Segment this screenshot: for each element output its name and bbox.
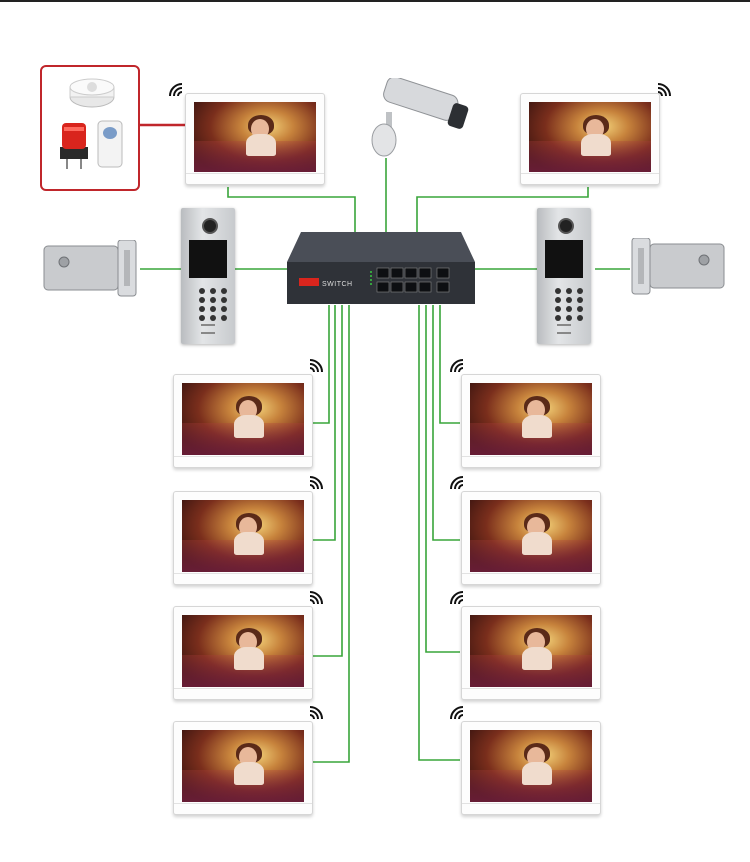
electric-lock-icon	[631, 238, 725, 295]
panel-speaker-grille	[557, 324, 571, 334]
wifi-icon	[309, 359, 323, 373]
indoor-monitor-right-2	[461, 491, 601, 585]
indoor-monitor-left-2	[173, 491, 313, 585]
panel-camera-icon	[202, 218, 218, 234]
wire-right-monitor-1	[439, 305, 460, 424]
monitor-screen	[529, 102, 651, 172]
right-outdoor-panel	[537, 208, 591, 344]
panel-display	[189, 240, 227, 278]
ip-camera-icon	[371, 78, 469, 157]
panel-display	[545, 240, 583, 278]
indoor-monitor-right-4	[461, 721, 601, 815]
monitor-screen	[470, 500, 592, 572]
monitor-screen	[470, 383, 592, 455]
alarm-devices-box	[40, 65, 140, 191]
indoor-monitor-right-3	[461, 606, 601, 700]
pir-sensor-icon	[97, 120, 123, 168]
indoor-monitor-right-1	[461, 374, 601, 468]
wire-top-left-monitor	[227, 187, 356, 234]
poe-switch-icon	[287, 232, 475, 304]
wire-left-monitor-1	[313, 305, 330, 424]
panel-speaker-grille	[201, 324, 215, 334]
left-outdoor-panel	[181, 208, 235, 344]
indoor-monitor-left-3	[173, 606, 313, 700]
top-left-monitor	[185, 93, 325, 185]
switch-brand-label: SWITCH	[322, 281, 353, 288]
panel-camera-icon	[558, 218, 574, 234]
wire-left-monitor-4	[313, 305, 350, 763]
wifi-icon	[450, 476, 464, 490]
wire-left-monitor-2	[313, 305, 336, 541]
wifi-icon	[309, 476, 323, 490]
indoor-monitor-left-4	[173, 721, 313, 815]
top-border-line	[0, 0, 750, 2]
monitor-screen	[470, 730, 592, 802]
monitor-screen	[194, 102, 316, 172]
monitor-screen	[470, 615, 592, 687]
alarm-devices-illustration	[60, 78, 123, 169]
wire-right-monitor-4	[418, 305, 460, 761]
monitor-screen	[182, 615, 304, 687]
wifi-icon	[169, 83, 183, 97]
monitor-screen	[182, 500, 304, 572]
monitor-screen	[182, 730, 304, 802]
siren-icon	[60, 123, 88, 169]
smoke-detector-icon	[69, 78, 115, 108]
wifi-icon	[309, 706, 323, 720]
indoor-monitor-left-1	[173, 374, 313, 468]
monitor-screen	[182, 383, 304, 455]
top-right-monitor	[520, 93, 660, 185]
panel-keypad	[555, 288, 585, 321]
wifi-icon	[309, 591, 323, 605]
wire-left-monitor-3	[313, 305, 343, 657]
wire-top-right-monitor	[416, 187, 589, 234]
wifi-icon	[657, 83, 671, 97]
wifi-icon	[450, 706, 464, 720]
electric-lock-icon	[43, 240, 137, 297]
wifi-icon	[450, 359, 464, 373]
wifi-icon	[450, 591, 464, 605]
wire-right-monitor-2	[432, 305, 460, 541]
panel-keypad	[199, 288, 229, 321]
wire-right-monitor-3	[425, 305, 460, 653]
